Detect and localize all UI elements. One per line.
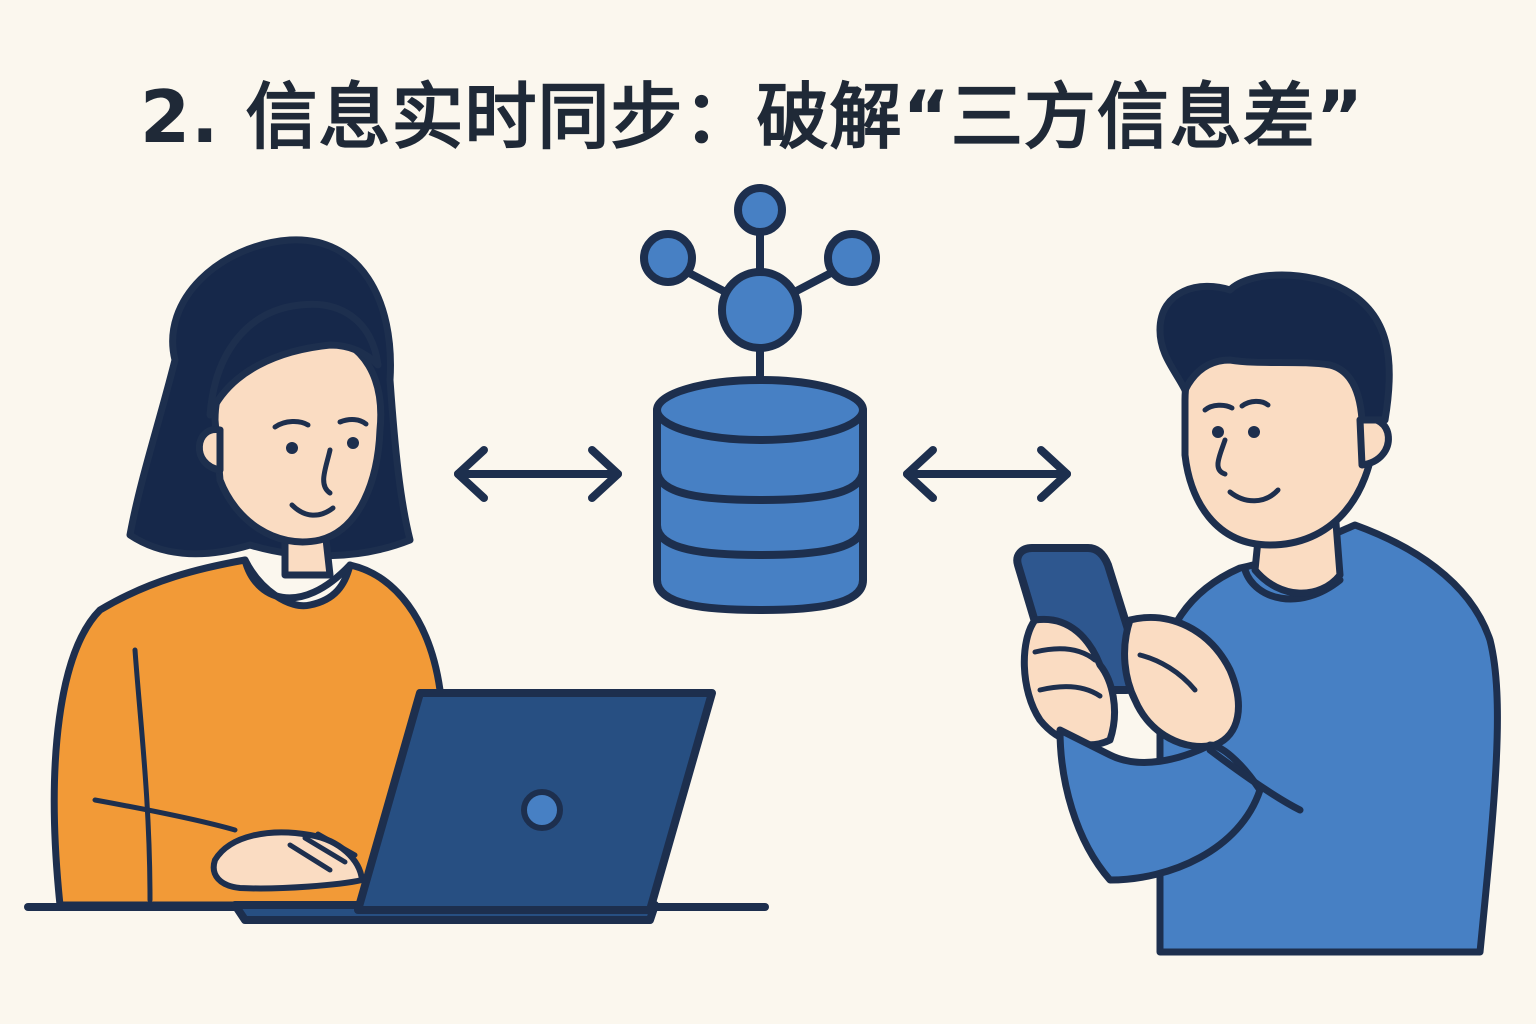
bidirectional-arrow-icon (903, 446, 1071, 502)
bidirectional-arrow-icon (454, 446, 622, 502)
page-title: 2. 信息实时同步：破解“三方信息差” (140, 75, 1365, 159)
laptop-icon (231, 689, 716, 924)
man-shirt (1156, 521, 1501, 956)
network-node (734, 184, 786, 236)
database-network-icon (640, 184, 880, 614)
network-node (640, 230, 696, 286)
man-figure (1013, 271, 1501, 956)
man-hair (1156, 271, 1393, 424)
network-hub (718, 268, 802, 352)
woman-figure (50, 236, 464, 909)
network-node (824, 230, 880, 286)
